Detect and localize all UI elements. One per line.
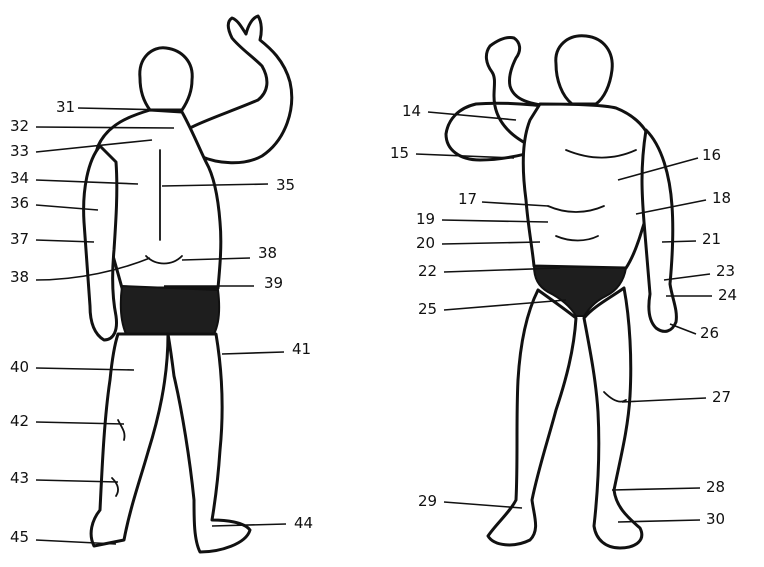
label-41: 41 (292, 340, 311, 358)
back-view-figure (84, 16, 292, 552)
front-right-leg (584, 288, 642, 548)
label-35: 35 (276, 176, 295, 194)
label-29: 29 (418, 492, 437, 510)
label-42: 42 (10, 412, 29, 430)
label-24: 24 (718, 286, 737, 304)
back-hanging-arm (84, 146, 117, 340)
label-39: 39 (264, 274, 283, 292)
label-43: 43 (10, 469, 29, 487)
leader-32 (36, 127, 174, 128)
label-30: 30 (706, 510, 725, 528)
back-left-leg (91, 334, 168, 546)
label-37: 37 (10, 230, 29, 248)
label-28: 28 (706, 478, 725, 496)
label-21: 21 (702, 230, 721, 248)
label-31: 31 (56, 98, 75, 116)
label-16: 16 (702, 146, 721, 164)
label-45: 45 (10, 528, 29, 546)
label-20: 20 (416, 234, 435, 252)
label-33: 33 (10, 142, 29, 160)
label-19: 19 (416, 210, 435, 228)
back-right-leg (168, 334, 250, 552)
leader-20 (442, 242, 540, 244)
label-18: 18 (712, 189, 731, 207)
leader-41 (222, 352, 284, 354)
label-15: 15 (390, 144, 409, 162)
label-17: 17 (458, 190, 477, 208)
leader-28 (612, 488, 700, 490)
label-27: 27 (712, 388, 731, 406)
label-36: 36 (10, 194, 29, 212)
leader-26 (670, 324, 696, 334)
back-raised-arm (190, 16, 292, 163)
label-23: 23 (716, 262, 735, 280)
label-26: 26 (700, 324, 719, 342)
front-head (556, 36, 612, 104)
leader-27 (622, 398, 706, 402)
label-44: 44 (294, 514, 313, 532)
label-32: 32 (10, 117, 29, 135)
label-38-left: 38 (10, 268, 29, 286)
label-34: 34 (10, 169, 29, 187)
back-briefs (121, 286, 219, 334)
label-22: 22 (418, 262, 437, 280)
front-view-figure (446, 36, 676, 548)
label-25: 25 (418, 300, 437, 318)
leader-21 (662, 241, 696, 242)
label-14: 14 (402, 102, 421, 120)
front-torso (523, 104, 654, 268)
label-38-right: 38 (258, 244, 277, 262)
front-hanging-arm (642, 130, 676, 331)
label-40: 40 (10, 358, 29, 376)
leader-29 (444, 502, 522, 508)
back-head (140, 48, 192, 110)
